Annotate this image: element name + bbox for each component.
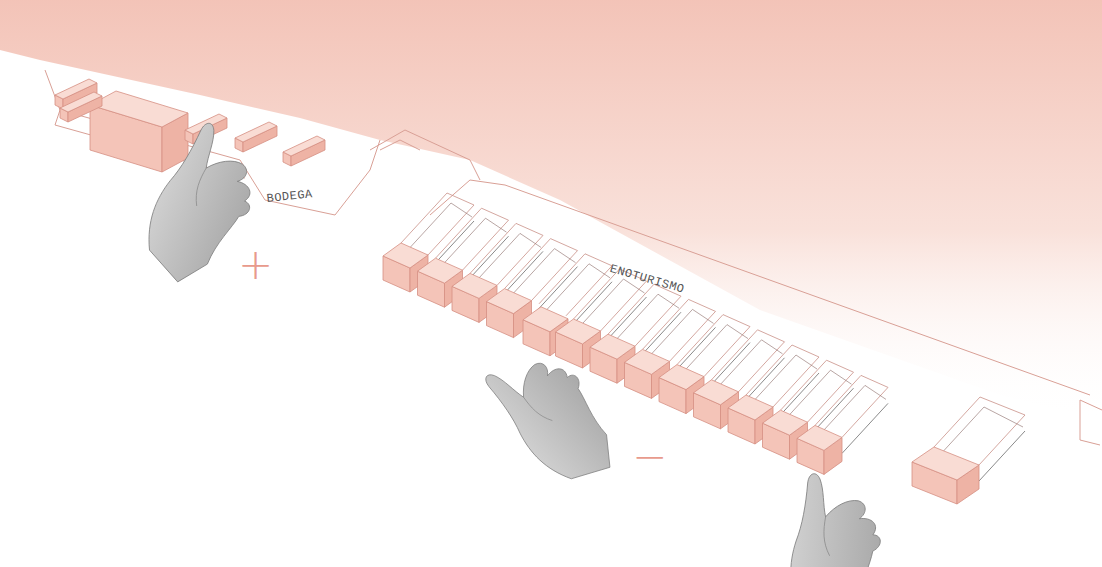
key-top (659, 365, 704, 390)
key-outline (505, 239, 578, 301)
key-outline (440, 218, 507, 268)
key-outline (608, 284, 681, 346)
key-outline (474, 233, 541, 283)
key-outline (681, 325, 748, 375)
key-outline (470, 223, 543, 285)
key-top (763, 410, 808, 435)
hand-figure (471, 354, 625, 485)
hand-figure (739, 460, 916, 567)
key-top (487, 289, 532, 314)
hand-line (520, 397, 555, 420)
sign-label: + (238, 244, 273, 286)
key-top (418, 258, 463, 283)
key-outline (401, 193, 474, 255)
key-rail (979, 431, 1025, 481)
key-outline (785, 370, 852, 420)
key-top (728, 395, 773, 420)
key-top (625, 349, 670, 374)
key-top (383, 243, 428, 268)
key-top (590, 334, 635, 359)
key-outline (578, 279, 645, 329)
key-outline (781, 360, 854, 422)
key-outline (750, 355, 817, 405)
key-outline (712, 330, 785, 392)
key-outline (677, 315, 750, 377)
key-outline (647, 309, 714, 359)
key-top (235, 122, 277, 142)
key-outline (643, 299, 716, 361)
key-outline (815, 375, 888, 437)
key-top (283, 136, 325, 156)
key-outline (612, 294, 679, 344)
key-outline (938, 407, 1023, 457)
key-top (60, 92, 102, 112)
key-top (90, 91, 188, 127)
key-outline (436, 208, 509, 270)
key-outline (819, 385, 886, 435)
key-top (694, 380, 739, 405)
key-outline (716, 340, 783, 390)
key-outline (539, 254, 612, 316)
area-label: BODEGA (266, 187, 313, 206)
key-top (797, 425, 842, 450)
key-outline (509, 249, 576, 299)
key-top (452, 273, 497, 298)
hand-line (188, 168, 215, 206)
sign-label: − (632, 436, 667, 478)
hand-shape (471, 354, 625, 485)
key-top (556, 319, 601, 344)
key-top (912, 447, 979, 480)
hand-shape (739, 460, 916, 567)
hand-line (810, 517, 845, 556)
key-rail (842, 403, 888, 453)
key-outline (746, 345, 819, 407)
key-outline (405, 203, 472, 253)
key-outline (543, 264, 610, 314)
